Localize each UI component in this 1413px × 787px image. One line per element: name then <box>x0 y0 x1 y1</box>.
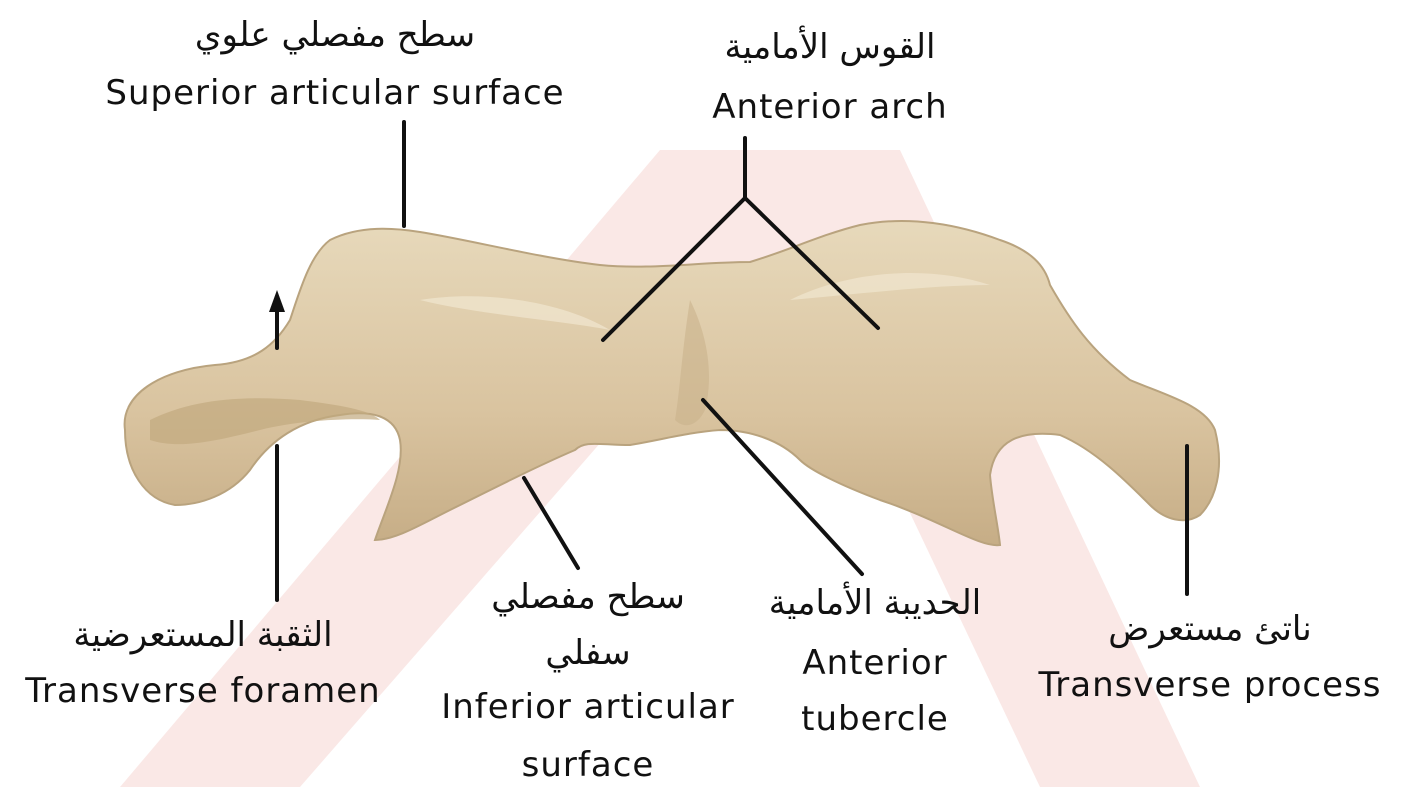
label-anterior-arch: القوس الأمامية Anterior arch <box>712 25 947 127</box>
label-anterior-tubercle-english-2: tubercle <box>801 699 949 739</box>
label-transverse-process-english: Transverse process <box>1038 665 1382 705</box>
label-superior-articular-english: Superior articular surface <box>105 73 564 113</box>
label-transverse-process-arabic: ناتئ مستعرض <box>1108 609 1312 649</box>
arrow-head-icon <box>269 290 285 312</box>
label-anterior-tubercle-english-1: Anterior <box>802 643 947 683</box>
label-transverse-foramen-english: Transverse foramen <box>24 671 380 711</box>
label-anterior-arch-english: Anterior arch <box>712 87 947 127</box>
label-inferior-articular-arabic-1: سطح مفصلي <box>491 577 685 617</box>
label-inferior-articular-english-2: surface <box>522 745 655 785</box>
label-anterior-arch-arabic: القوس الأمامية <box>725 25 936 67</box>
label-anterior-tubercle: الحديبة الأمامية Anterior tubercle <box>769 581 981 739</box>
label-anterior-tubercle-arabic: الحديبة الأمامية <box>769 581 981 623</box>
label-inferior-articular-surface: سطح مفصلي سفلي Inferior articular surfac… <box>441 577 735 785</box>
label-inferior-articular-arabic-2: سفلي <box>545 633 630 673</box>
label-inferior-articular-english-1: Inferior articular <box>441 687 735 727</box>
label-transverse-foramen-arabic: الثقبة المستعرضية <box>73 615 332 655</box>
label-superior-articular-surface: سطح مفصلي علوي Superior articular surfac… <box>105 15 564 113</box>
label-superior-articular-arabic: سطح مفصلي علوي <box>195 15 475 55</box>
